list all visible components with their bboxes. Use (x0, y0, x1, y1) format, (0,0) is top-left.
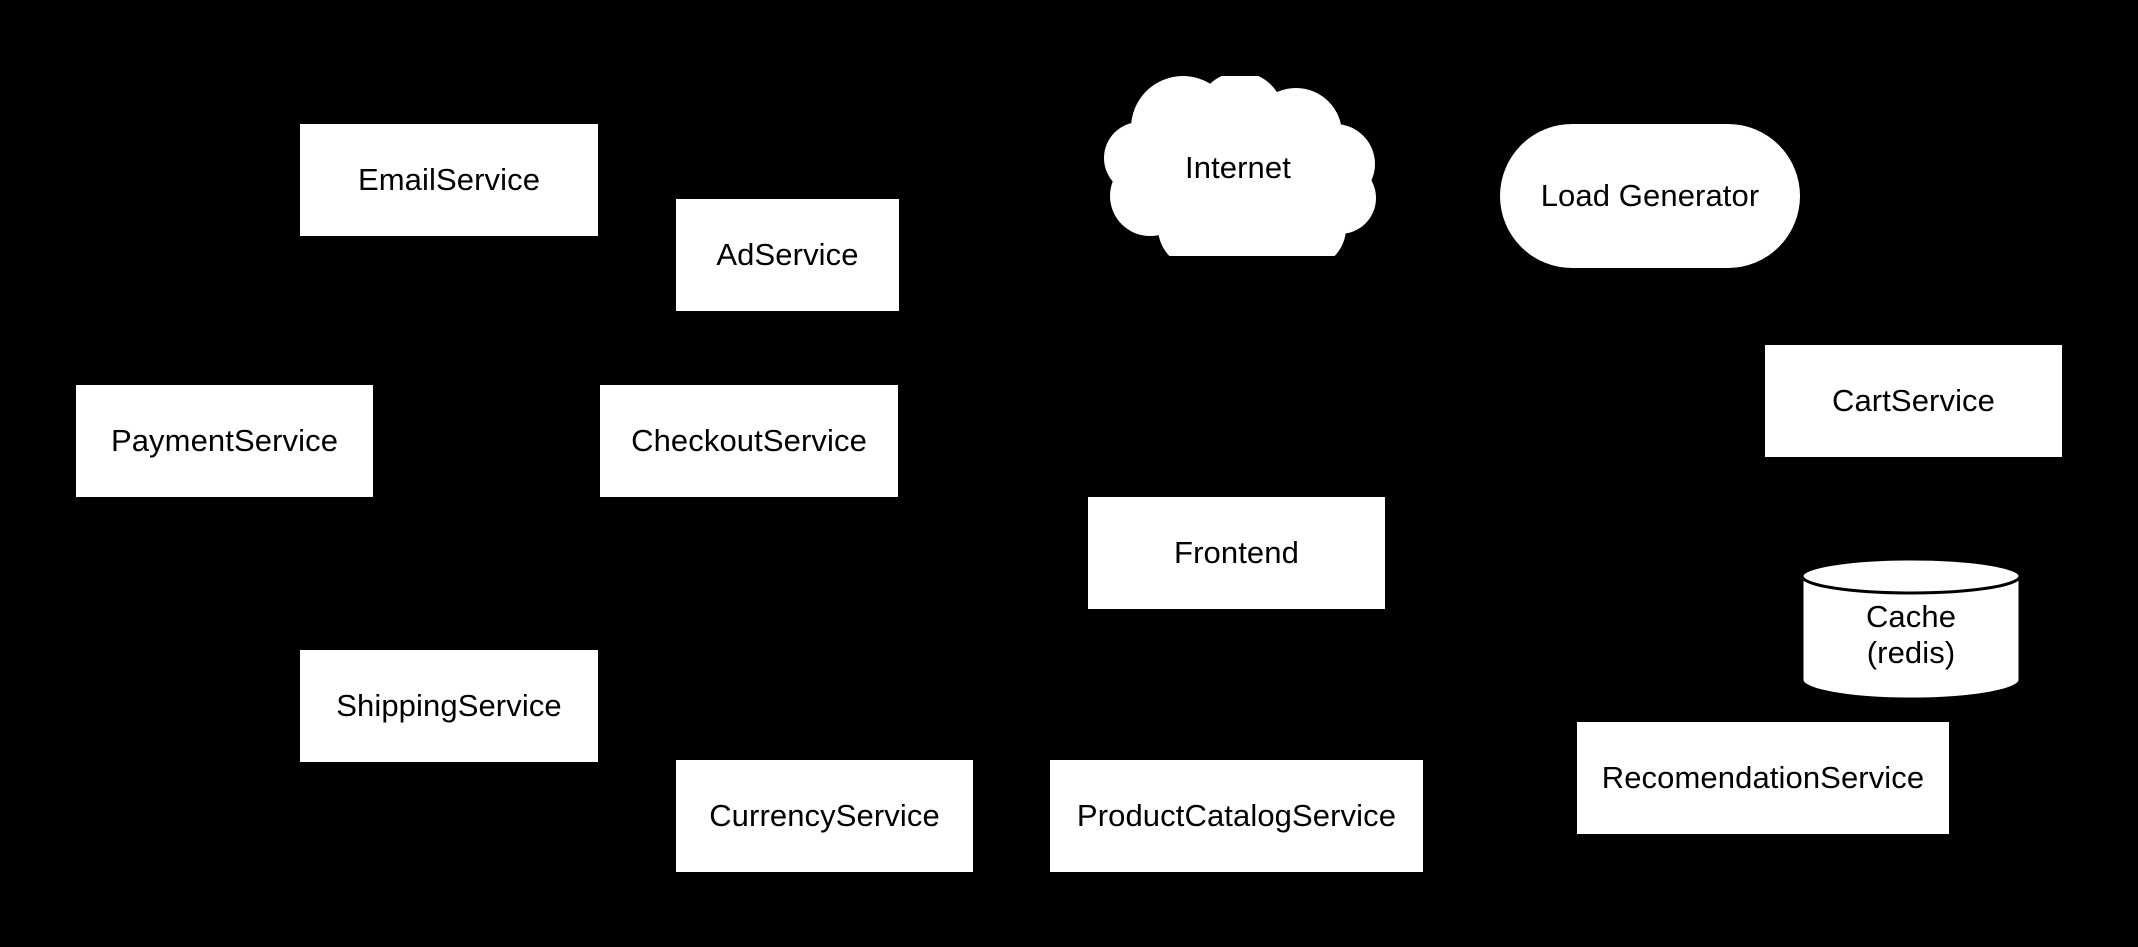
node-label: Internet (1185, 150, 1291, 186)
node-label: RecomendationService (1601, 760, 1925, 796)
node-label: ShippingService (336, 688, 562, 724)
node-cart-service[interactable]: CartService (1765, 345, 2062, 457)
node-label: Cache (redis) (1865, 599, 1957, 670)
node-checkout-service[interactable]: CheckoutService (600, 385, 898, 497)
node-label: PaymentService (110, 423, 339, 459)
cloud-icon (1104, 76, 1376, 256)
node-payment-service[interactable]: PaymentService (76, 385, 373, 497)
node-label: AdService (716, 237, 859, 273)
node-cache-redis[interactable]: Cache (redis) (1800, 556, 2022, 700)
node-load-generator[interactable]: Load Generator (1500, 124, 1800, 268)
node-product-catalog-service[interactable]: ProductCatalogService (1050, 760, 1423, 872)
node-email-service[interactable]: EmailService (300, 124, 598, 236)
node-currency-service[interactable]: CurrencyService (676, 760, 973, 872)
node-recomendation-service[interactable]: RecomendationService (1577, 722, 1949, 834)
node-label: Load Generator (1540, 178, 1760, 214)
node-internet[interactable]: Internet (1088, 76, 1388, 256)
node-label: CartService (1831, 383, 1996, 419)
node-shipping-service[interactable]: ShippingService (300, 650, 598, 762)
node-label: EmailService (357, 162, 541, 198)
node-frontend[interactable]: Frontend (1088, 497, 1385, 609)
node-label: CheckoutService (631, 423, 867, 459)
node-label: CurrencyService (709, 798, 940, 834)
node-label: ProductCatalogService (1076, 798, 1397, 834)
cylinder-icon (1800, 557, 2022, 700)
node-ad-service[interactable]: AdService (676, 199, 899, 311)
node-label: Frontend (1174, 535, 1299, 571)
